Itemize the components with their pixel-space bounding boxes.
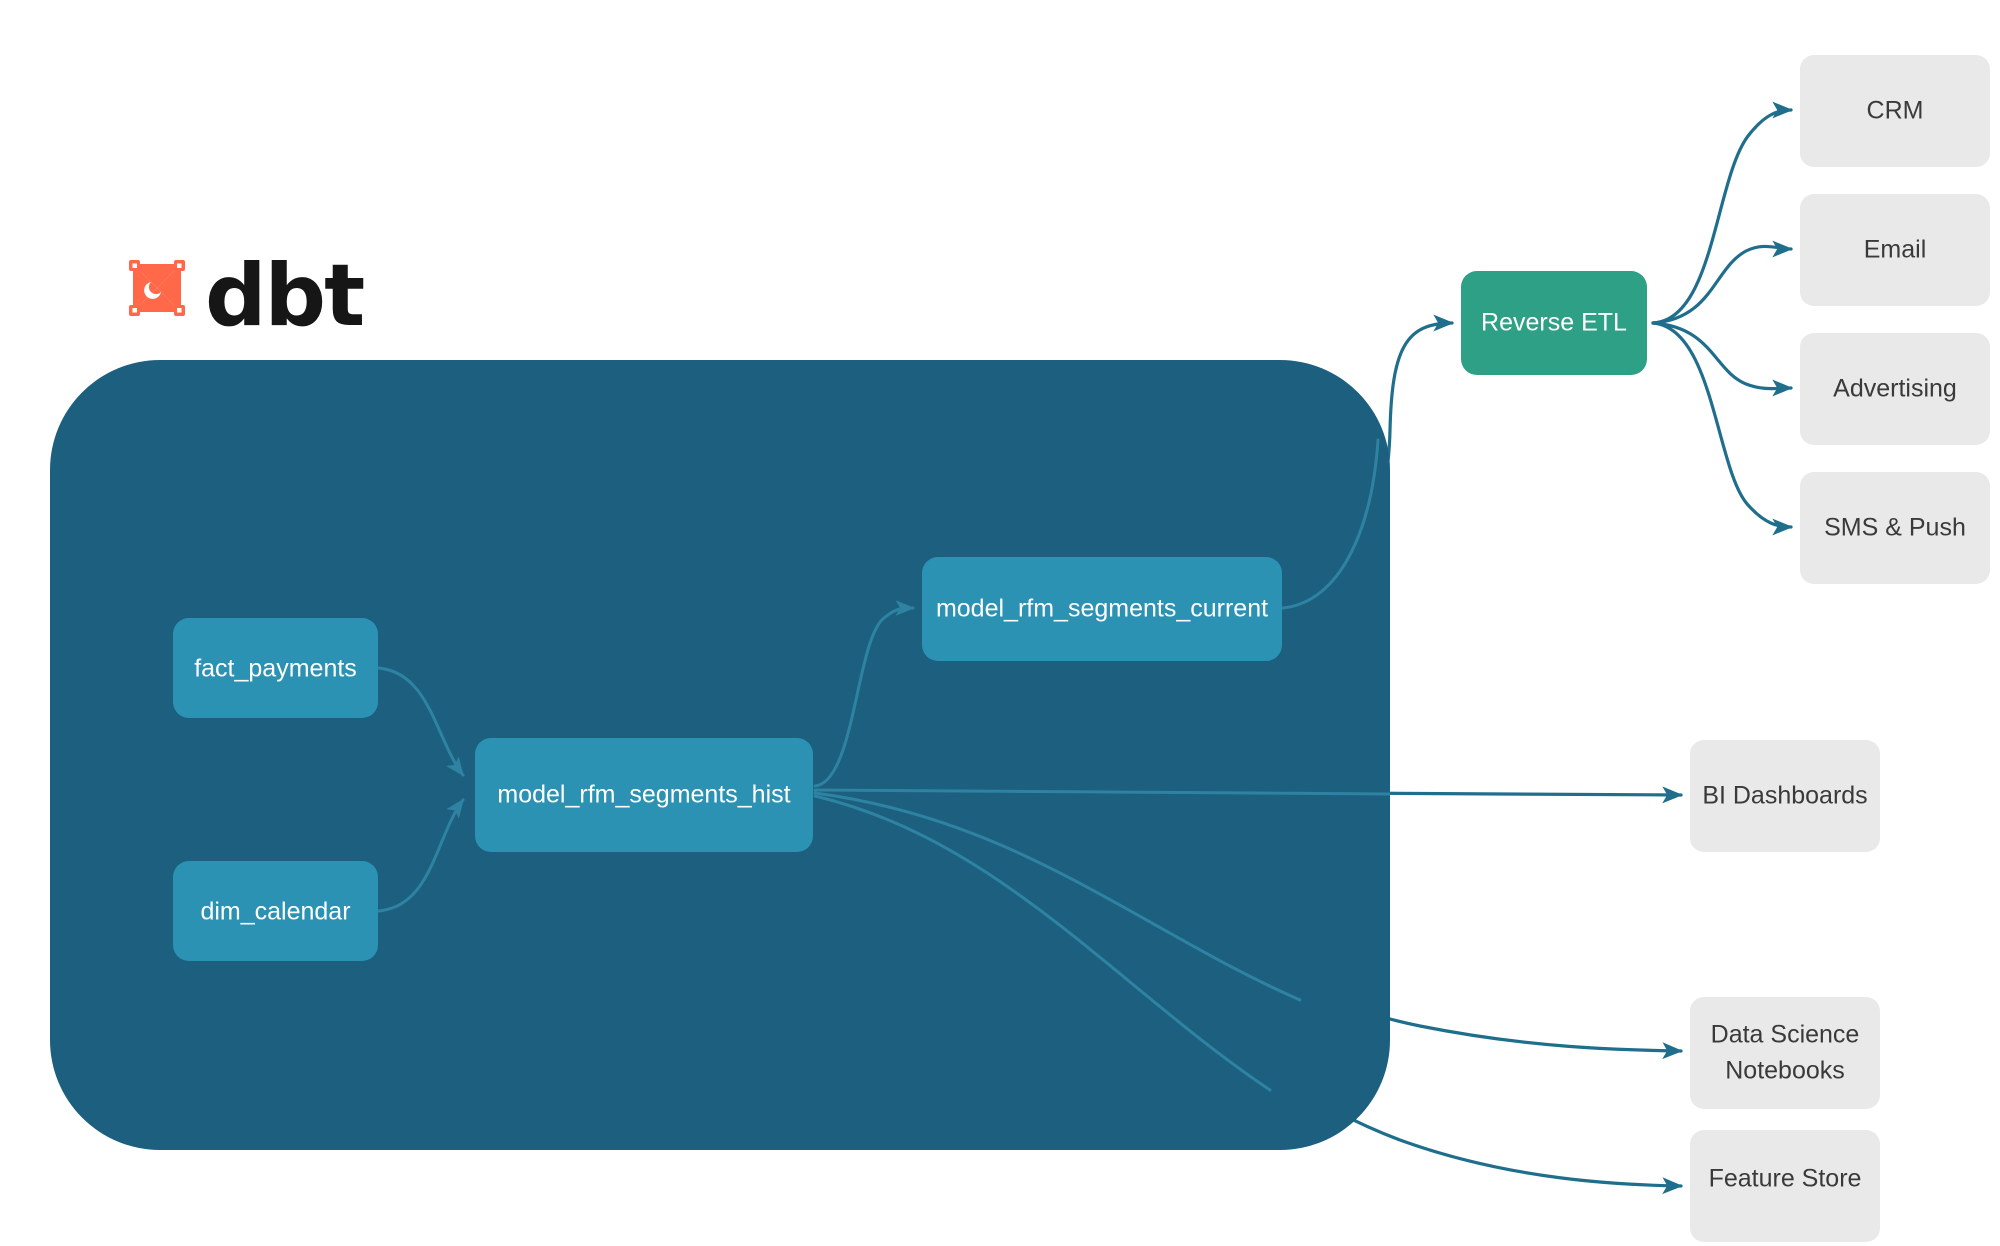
- node-feature-store-shape[interactable]: [1690, 1130, 1880, 1242]
- node-reverse-etl-label: Reverse ETL: [1481, 309, 1627, 337]
- node-sms-push-label: SMS & Push: [1824, 514, 1966, 542]
- dbt-wordmark: dbt: [205, 246, 364, 346]
- node-advertising-shape[interactable]: [1800, 333, 1990, 445]
- node-crm[interactable]: CRM: [1800, 55, 1990, 167]
- edge-reverse-etl-to-crm: [1651, 101, 1793, 325]
- edge-hist-to-current: [813, 600, 915, 788]
- node-reverse-etl[interactable]: Reverse ETL: [1461, 271, 1647, 375]
- node-fact-payments[interactable]: fact_payments: [173, 618, 378, 718]
- node-bi-dashboards-shape[interactable]: [1690, 740, 1880, 852]
- node-data-science-notebooks-shape[interactable]: [1690, 997, 1880, 1109]
- edge-hist-trunk-fs: [813, 794, 1272, 1092]
- edge-hist-trunk-ds: [813, 791, 1302, 1002]
- node-data-science-notebooks-label-line1: Data Science: [1711, 1021, 1860, 1049]
- node-advertising[interactable]: Advertising: [1800, 333, 1990, 445]
- dbt-brand-lockup: dbt: [129, 246, 366, 346]
- node-model-rfm-segments-current-shape[interactable]: [922, 557, 1282, 661]
- edge-fact-payments-to-hist: [376, 666, 465, 777]
- node-dim-calendar[interactable]: dim_calendar: [173, 861, 378, 961]
- model-node-group: fact_payments dim_calendar model_rfm_seg…: [173, 557, 1282, 961]
- node-dim-calendar-shape[interactable]: [173, 861, 378, 961]
- node-model-rfm-segments-hist-label: model_rfm_segments_hist: [497, 781, 790, 809]
- node-fact-payments-label: fact_payments: [194, 655, 357, 683]
- node-advertising-label: Advertising: [1833, 375, 1957, 403]
- node-model-rfm-segments-current-label: model_rfm_segments_current: [936, 595, 1268, 623]
- inner-edge-group: [376, 438, 1390, 1092]
- node-feature-store[interactable]: Feature Store: [1690, 1130, 1880, 1242]
- edge-hist-trunk-bi: [813, 788, 1390, 796]
- dbt-logo-icon: [129, 260, 185, 316]
- node-email-label: Email: [1864, 236, 1927, 264]
- node-model-rfm-segments-hist[interactable]: model_rfm_segments_hist: [475, 738, 813, 852]
- node-fact-payments-shape[interactable]: [173, 618, 378, 718]
- node-model-rfm-segments-current[interactable]: model_rfm_segments_current: [922, 557, 1282, 661]
- node-data-science-notebooks[interactable]: Data Science Notebooks: [1690, 997, 1880, 1109]
- edge-current-trunk-retl: [1281, 438, 1380, 610]
- node-crm-shape[interactable]: [1800, 55, 1990, 167]
- node-data-science-notebooks-label-line2: Notebooks: [1725, 1057, 1845, 1085]
- edge-reverse-etl-to-email: [1651, 240, 1793, 325]
- node-dim-calendar-label: dim_calendar: [200, 898, 350, 926]
- node-sms-push[interactable]: SMS & Push: [1800, 472, 1990, 584]
- node-reverse-etl-shape[interactable]: [1461, 271, 1647, 375]
- node-email[interactable]: Email: [1800, 194, 1990, 306]
- node-sms-push-shape[interactable]: [1800, 472, 1990, 584]
- node-model-rfm-segments-hist-shape[interactable]: [475, 738, 813, 852]
- node-crm-label: CRM: [1867, 97, 1924, 125]
- node-email-shape[interactable]: [1800, 194, 1990, 306]
- node-bi-dashboards-label: BI Dashboards: [1702, 782, 1867, 810]
- edge-reverse-etl-to-advertising: [1651, 321, 1793, 397]
- node-feature-store-label: Feature Store: [1709, 1165, 1862, 1193]
- destination-node-group: CRM Email Advertising SMS & Push BI Dash…: [1690, 55, 1990, 1242]
- edge-dim-calendar-to-hist: [376, 798, 465, 913]
- edge-reverse-etl-to-sms-push: [1651, 321, 1793, 536]
- node-bi-dashboards[interactable]: BI Dashboards: [1690, 740, 1880, 852]
